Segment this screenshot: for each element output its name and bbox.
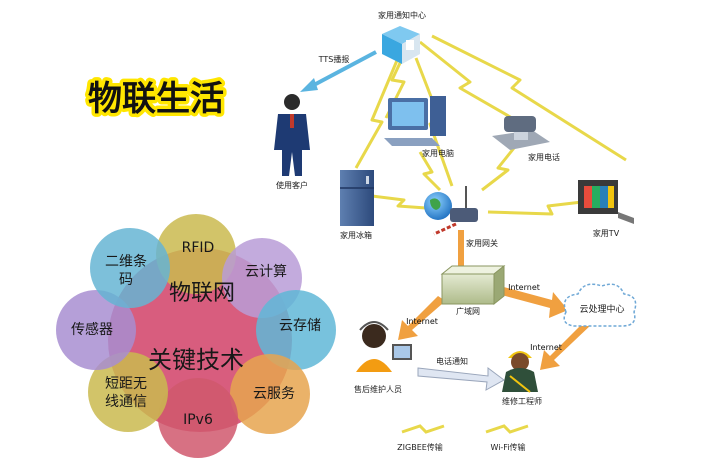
legend-zigbee-swatch [401, 424, 445, 434]
petal-label-short-range-1: 短距无 [105, 376, 147, 392]
legend-wifi-label: Wi-Fi传输 [490, 442, 525, 452]
link-wan-cloud [498, 286, 568, 318]
zigbee-links [354, 34, 627, 216]
gateway-icon [424, 186, 478, 236]
flower-center-top: 物联网 [169, 281, 235, 306]
aftersales-icon [356, 321, 412, 372]
petal-label-barcode-2: 码 [119, 272, 133, 288]
link-phone-gateway [481, 147, 516, 192]
petal-sensor [56, 290, 136, 370]
link-notify-phone [419, 40, 513, 120]
pc-icon [384, 96, 446, 146]
link-pc-gateway [418, 151, 442, 192]
label-customer: 使用客户 [276, 180, 308, 190]
label-tts: TTS播报 [318, 54, 350, 64]
customer-icon [274, 94, 310, 176]
flower-center-bottom: 关键技术 [148, 346, 244, 374]
petal-label-rfid: RFID [182, 240, 215, 256]
petal-cloud-service [230, 354, 310, 434]
label-fridge: 家用冰箱 [340, 230, 372, 240]
iot-tech-flower: RFID 云计算 云存储 云服务 IPv6 短距无 线通信 传感器 二维条 码 … [56, 214, 336, 458]
notify-center-device [382, 26, 420, 64]
label-aftersales: 售后维护人员 [354, 384, 402, 394]
tv-icon [578, 180, 634, 224]
phone-notice-arrow [417, 367, 505, 391]
petal-barcode [90, 228, 170, 308]
link-tv-gateway [487, 200, 583, 216]
engineer-icon [502, 351, 538, 393]
petal-label-cloud-storage: 云存储 [279, 318, 321, 334]
phone-icon [492, 116, 550, 150]
label-phone: 家用电话 [528, 152, 560, 162]
petal-rfid [156, 214, 236, 294]
fridge-icon [340, 170, 374, 226]
link-notify-fridge [354, 57, 400, 169]
petal-short-range [88, 352, 168, 432]
link-cloud-engineer [540, 320, 592, 370]
label-internet-3: Internet [530, 343, 562, 352]
petal-ipv6 [158, 378, 238, 458]
page-title: 物联生活 [88, 79, 224, 119]
label-gateway: 家用网关 [466, 238, 498, 248]
petal-label-cloud-service: 云服务 [253, 386, 295, 402]
link-fridge-gateway [371, 194, 427, 210]
label-phone-notice: 电话通知 [436, 356, 468, 366]
link-notify-tv [431, 34, 627, 162]
petal-label-short-range-2: 线通信 [105, 394, 147, 410]
petal-label-ipv6: IPv6 [183, 412, 213, 428]
label-engineer: 维修工程师 [502, 396, 542, 406]
link-wan-aftersales [398, 296, 444, 340]
petal-label-barcode-1: 二维条 [105, 253, 147, 270]
legend: ZIGBEE传输 Wi-Fi传输 [397, 424, 529, 452]
legend-wifi-swatch [485, 424, 529, 434]
cloud-icon [563, 283, 637, 327]
wan-box [440, 264, 506, 306]
petal-label-sensor: 传感器 [71, 321, 113, 338]
label-tv: 家用TV [593, 228, 620, 238]
label-wan: 广域网 [456, 306, 480, 316]
legend-zigbee-label: ZIGBEE传输 [397, 442, 443, 452]
petal-label-cloud-compute: 云计算 [245, 264, 287, 280]
tts-arrow [300, 50, 377, 92]
label-pc: 家用电脑 [422, 148, 454, 158]
label-cloud: 云处理中心 [579, 303, 624, 315]
petal-cloud-storage [256, 290, 336, 370]
label-internet-1: Internet [508, 283, 540, 292]
label-notify-center: 家用通知中心 [378, 10, 426, 20]
label-internet-2: Internet [406, 317, 438, 326]
